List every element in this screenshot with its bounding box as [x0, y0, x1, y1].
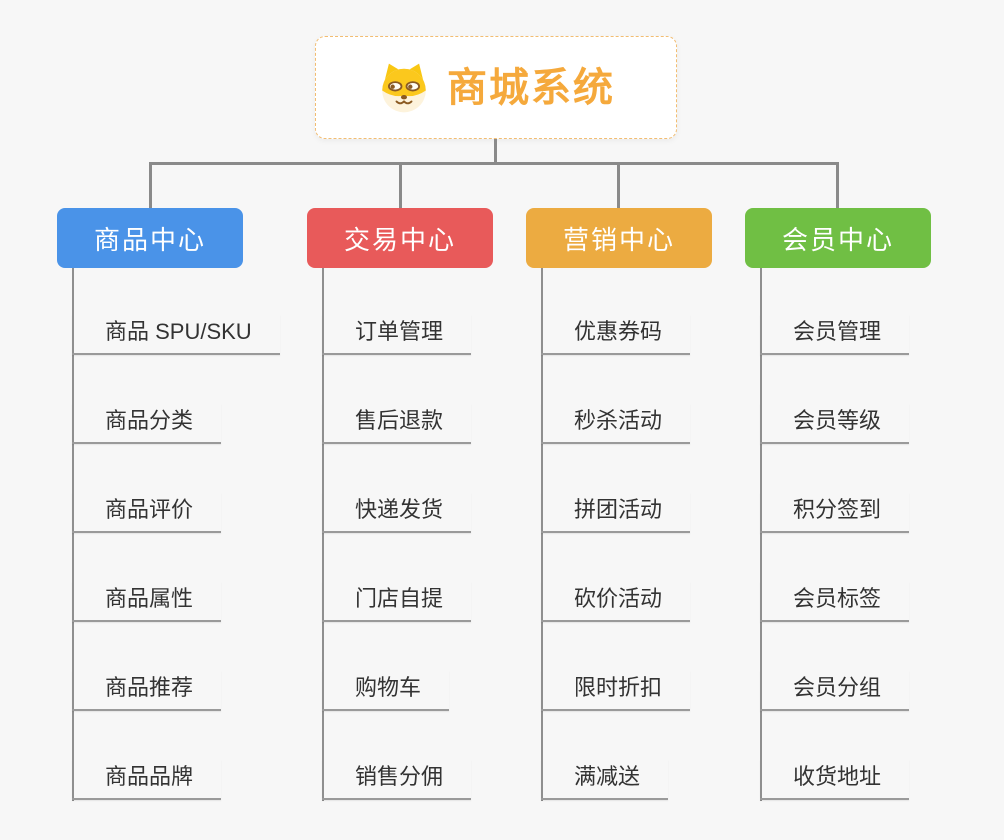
connector-dropper	[836, 162, 839, 210]
leaf-node[interactable]: 商品评价	[72, 493, 222, 533]
connector-trunk	[322, 268, 324, 801]
leaf-node[interactable]: 收货地址	[760, 760, 910, 800]
leaf-node[interactable]: 限时折扣	[541, 671, 691, 711]
leaf-node[interactable]: 秒杀活动	[541, 404, 691, 444]
connector-dropper	[149, 162, 152, 210]
branch-node-marketing[interactable]: 营销中心	[526, 208, 712, 268]
root-node[interactable]: 商城系统	[315, 36, 677, 139]
leaf-node[interactable]: 商品 SPU/SKU	[72, 315, 280, 355]
leaf-node[interactable]: 商品品牌	[72, 760, 222, 800]
leaf-node[interactable]: 购物车	[322, 671, 450, 711]
leaf-node[interactable]: 售后退款	[322, 404, 472, 444]
leaf-node[interactable]: 快递发货	[322, 493, 472, 533]
leaf-node[interactable]: 商品推荐	[72, 671, 222, 711]
connector-trunk	[541, 268, 543, 801]
connector-bus	[149, 162, 839, 165]
leaf-node[interactable]: 拼团活动	[541, 493, 691, 533]
shiba-dog-icon	[382, 63, 426, 112]
connector-dropper	[399, 162, 402, 210]
leaf-node[interactable]: 会员分组	[760, 671, 910, 711]
leaf-node[interactable]: 会员等级	[760, 404, 910, 444]
leaf-node[interactable]: 积分签到	[760, 493, 910, 533]
leaf-node[interactable]: 会员管理	[760, 315, 910, 355]
leaf-node[interactable]: 优惠券码	[541, 315, 691, 355]
leaf-node[interactable]: 订单管理	[322, 315, 472, 355]
branch-node-products[interactable]: 商品中心	[57, 208, 243, 268]
branch-node-trade[interactable]: 交易中心	[307, 208, 493, 268]
connector-dropper	[617, 162, 620, 210]
connector-trunk	[760, 268, 762, 801]
root-title: 商城系统	[447, 65, 615, 110]
leaf-node[interactable]: 会员标签	[760, 582, 910, 622]
leaf-node[interactable]: 满减送	[541, 760, 669, 800]
leaf-node[interactable]: 销售分佣	[322, 760, 472, 800]
leaf-node[interactable]: 商品分类	[72, 404, 222, 444]
connector-root-stem	[494, 139, 497, 165]
leaf-node[interactable]: 砍价活动	[541, 582, 691, 622]
branch-node-members[interactable]: 会员中心	[745, 208, 931, 268]
connector-trunk	[72, 268, 74, 801]
leaf-node[interactable]: 商品属性	[72, 582, 222, 622]
leaf-node[interactable]: 门店自提	[322, 582, 472, 622]
